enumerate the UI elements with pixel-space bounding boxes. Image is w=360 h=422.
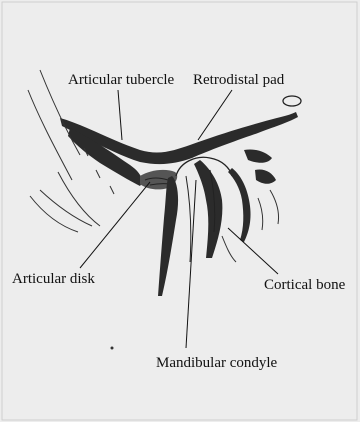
leader-mandibular-condyle	[186, 180, 196, 348]
small-oval	[283, 96, 301, 106]
leader-articular-tubercle	[118, 90, 122, 140]
label-retrodistal-pad: Retrodistal pad	[193, 73, 284, 88]
leader-cortical-bone	[228, 228, 278, 274]
anterior-ramus	[158, 176, 178, 296]
posterior-fragments	[222, 190, 279, 262]
speck	[111, 347, 114, 350]
label-mandibular-condyle: Mandibular condyle	[156, 356, 277, 371]
label-articular-tubercle: Articular tubercle	[68, 73, 174, 88]
posterior-ramus	[194, 160, 222, 258]
retrodiscal-tissue	[244, 149, 276, 183]
label-cortical-bone: Cortical bone	[264, 278, 345, 293]
label-articular-disk: Articular disk	[12, 272, 95, 287]
